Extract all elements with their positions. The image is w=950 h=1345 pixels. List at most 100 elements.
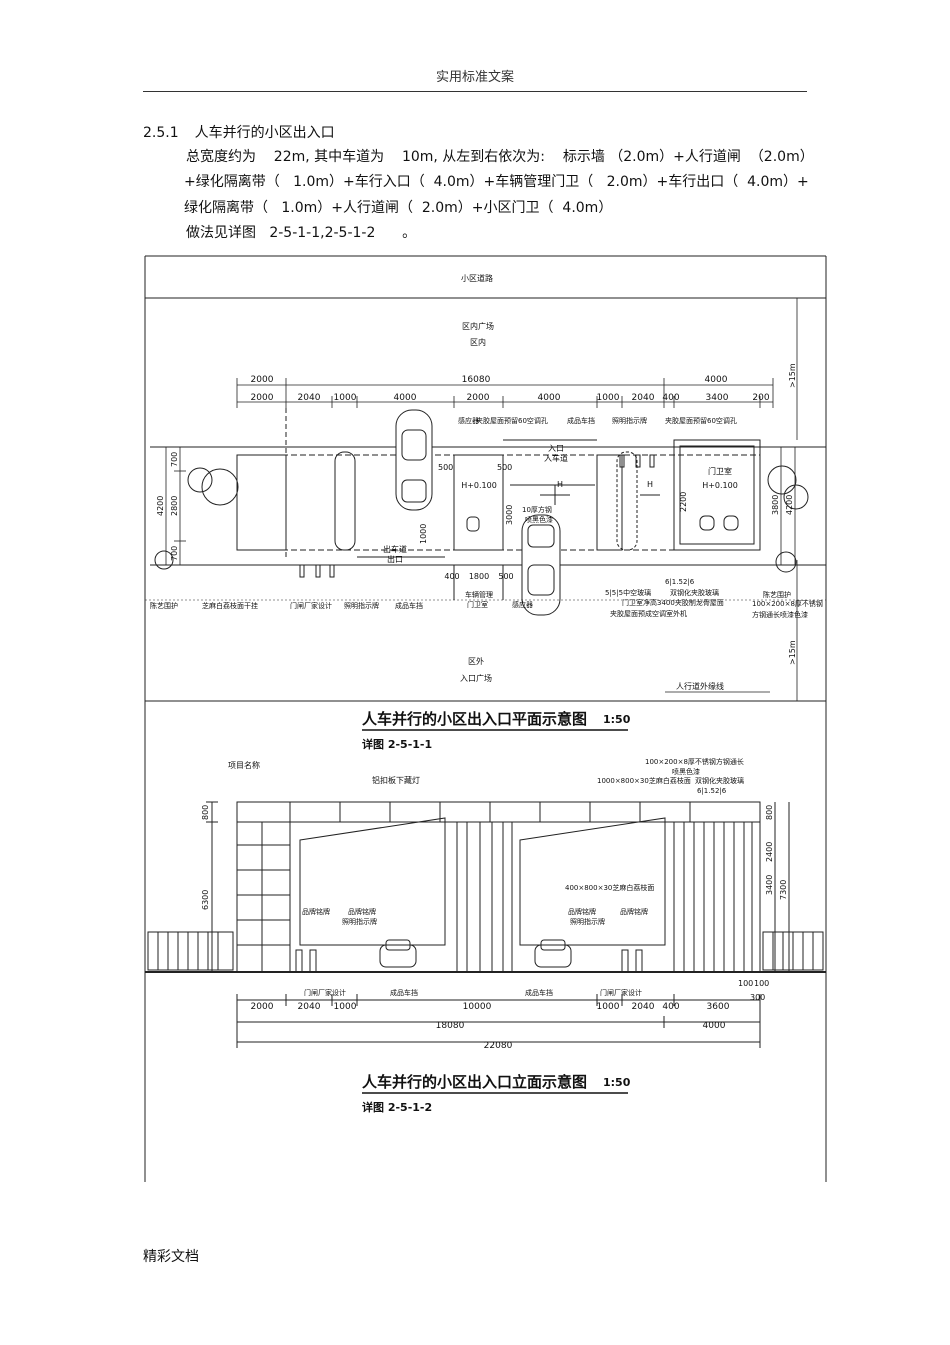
elev-dim-left: 800 [201, 805, 210, 820]
elev-dim-right: 2400 [765, 842, 774, 862]
plan-roof-note2: 喷黑色漆 [525, 515, 553, 524]
plan-structure [150, 408, 826, 600]
elev-dim-row1: 2040 [298, 1002, 321, 1012]
plan-label-top: 夹胶屋面预留60空调孔 [476, 416, 548, 425]
plan-cars [395, 409, 561, 616]
elev-top-note: 6|1.52|6 [697, 787, 727, 795]
paragraph-line-1: 总宽度约为 22m, 其中车道为 10m, 从左到右依次为: 标示墙 （2.0m… [186, 149, 814, 165]
plan-dim-row2: 4000 [394, 393, 417, 403]
plan-label-bottom: 成品车挡 [395, 601, 423, 610]
plan-label-bottom: 陈艺围护 [763, 590, 791, 599]
section-number: 2.5.1 [143, 125, 179, 141]
elev-dim-row1: 1000 [597, 1002, 620, 1012]
elev-ground-label: 成品车挡 [525, 988, 553, 997]
plan-scale: 1:50 [603, 713, 631, 726]
elev-ground-label: 成品车挡 [390, 988, 418, 997]
plan-label-right: 5|5|5中空玻璃 [605, 588, 651, 597]
plan-dim-row2: 2000 [467, 393, 490, 403]
plan-dim-row2: 400 [662, 393, 679, 403]
elev-top-note: 喷黑色漆 [672, 767, 700, 776]
plan-trees [154, 465, 809, 573]
plan-label-top: 感应器 [458, 416, 479, 425]
plan-label-right: 双钢化夹胶玻璃 [670, 588, 719, 597]
elev-dim-row2: 18080 [436, 1021, 465, 1031]
elev-top-note: 100×200×8厚不锈钢方钢通长 [645, 757, 744, 766]
elev-dim-right: 3400 [765, 875, 774, 895]
elev-dim-right: 800 [765, 805, 774, 820]
plan-guard-elev: H+0.100 [702, 481, 738, 490]
plan-h-mark: H [647, 480, 653, 489]
elev-brand-label: 品牌铭牌 [620, 907, 648, 916]
plan-plaza-out-2: 入口广场 [460, 673, 492, 683]
plan-dim-lines [160, 297, 826, 702]
elev-dim-row1: 400 [662, 1002, 679, 1012]
page-footer: 精彩文档 [143, 1249, 199, 1265]
plan-label-bottom: 门卫室 [467, 600, 488, 609]
section-heading: 2.5.1 人车并行的小区出入口 [143, 122, 335, 142]
plan-label-right: 门卫室净高3400夹胶制龙骨屋面 [622, 598, 724, 607]
plan-exit-label: 出车道 [383, 544, 407, 554]
elev-dim-row1: 2000 [251, 1002, 274, 1012]
plan-entry-label: 入车道 [544, 453, 568, 463]
plan-dim-right: 2200 [679, 492, 688, 512]
plan-dim-row2: 2040 [632, 393, 655, 403]
plan-label-bottom: 陈艺围护 [150, 601, 178, 610]
plan-booth-dim: 500 [497, 463, 512, 472]
plan-h-mark: H [557, 480, 563, 489]
page-header-title: 实用标准文案 [435, 70, 514, 85]
plan-label-bottom: 芝麻白荔枝面干挂 [202, 601, 258, 610]
plan-dim-row2: 4000 [538, 393, 561, 403]
plan-label-right: 夹胶屋面预成空调室外机 [610, 609, 687, 618]
elev-ground-label: 门闸厂家设计 [600, 988, 642, 997]
elev-dim-left: 6300 [201, 890, 210, 910]
plan-title: 人车并行的小区出入口平面示意图 [362, 710, 587, 728]
elev-structure [145, 801, 826, 1048]
elev-panel-note: 400×800×30芝麻白荔枝面 [565, 883, 654, 892]
plan-dim-row1-a: 2000 [251, 375, 274, 385]
plan-dim-left: 700 [170, 546, 179, 561]
plan-dim-side-top: >15m [788, 363, 797, 388]
elev-brand-label: 品牌铭牌 [302, 907, 330, 916]
plan-dim-row2: 2000 [251, 393, 274, 403]
plan-dim-left: 700 [170, 452, 179, 467]
elev-top-note: 双钢化夹胶玻璃 [695, 776, 744, 785]
elev-detail: 详图 2-5-1-2 [362, 1100, 432, 1114]
plan-dim-row2: 2040 [298, 393, 321, 403]
plan-booth-dim: 1000 [419, 524, 428, 544]
elev-dim-right: 7300 [779, 880, 788, 900]
plan-label-bottom: 照明指示牌 [344, 601, 379, 610]
plan-road-label: 小区道路 [461, 273, 493, 283]
elev-right-small: 300 [750, 993, 765, 1002]
plan-sidewalk-label: 人行道外缘线 [676, 681, 724, 691]
paragraph-line-2: +绿化隔离带（ 1.0m）+车行入口（ 4.0m）+车辆管理门卫（ 2.0m）+… [184, 174, 809, 190]
plan-roof-note: 10厚方钢 [522, 505, 552, 514]
plan-detail: 详图 2-5-1-1 [362, 737, 432, 751]
elev-brand-label: 照明指示牌 [570, 917, 605, 926]
plan-dim-left: 2800 [170, 496, 179, 516]
elev-top-note: 1000×800×30芝麻白荔枝面 [597, 776, 691, 785]
plan-label-top: 夹胶屋面预留60空调孔 [665, 416, 737, 425]
elev-dim-row1: 2040 [632, 1002, 655, 1012]
plan-dim-row2: 3400 [706, 393, 729, 403]
elev-lamp: 铝扣板下藏灯 [372, 775, 420, 785]
plan-booth-dim: 500 [438, 463, 453, 472]
plan-dim-row2: 200 [752, 393, 769, 403]
plan-label-bottom: 感应器 [512, 600, 533, 609]
elev-title: 人车并行的小区出入口立面示意图 [362, 1073, 587, 1091]
plan-booth-dim: 3000 [505, 505, 514, 525]
plan-booth-elev: H+0.100 [461, 481, 497, 490]
plan-plaza-in-1: 区内广场 [462, 321, 494, 331]
header-rule [143, 91, 807, 92]
section-title: 人车并行的小区出入口 [194, 125, 335, 141]
plan-entry-label: 入口 [548, 444, 564, 453]
elevation-view: 项目名称 铝扣板下藏灯 100×200×8厚不锈钢方钢通长 喷黑色漆 1000×… [145, 757, 826, 1114]
elev-dim-row2: 4000 [703, 1021, 726, 1031]
elev-project-name: 项目名称 [228, 760, 260, 770]
plan-dim-right: 4200 [785, 495, 794, 515]
elev-dim-row1: 1000 [334, 1002, 357, 1012]
plan-dim-row2: 1000 [597, 393, 620, 403]
paragraph-line-4: 做法见详图 2-5-1-1,2-5-1-2 。 [186, 225, 417, 241]
elev-dim-row1: 3600 [707, 1002, 730, 1012]
plan-exit-label: 出口 [387, 554, 403, 564]
